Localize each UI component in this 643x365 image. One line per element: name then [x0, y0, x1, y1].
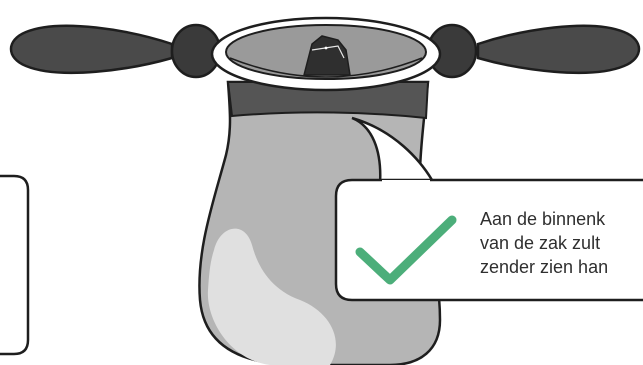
left-handle	[11, 25, 220, 77]
left-speech-bubble	[0, 176, 28, 354]
callout-line-2: van de zak zult	[480, 231, 643, 255]
callout-line-1: Aan de binnenk	[480, 207, 643, 231]
right-handle	[428, 25, 639, 77]
callout-text: Aan de binnenk van de zak zult zender zi…	[480, 207, 643, 279]
callout-line-3: zender zien han	[480, 255, 643, 279]
